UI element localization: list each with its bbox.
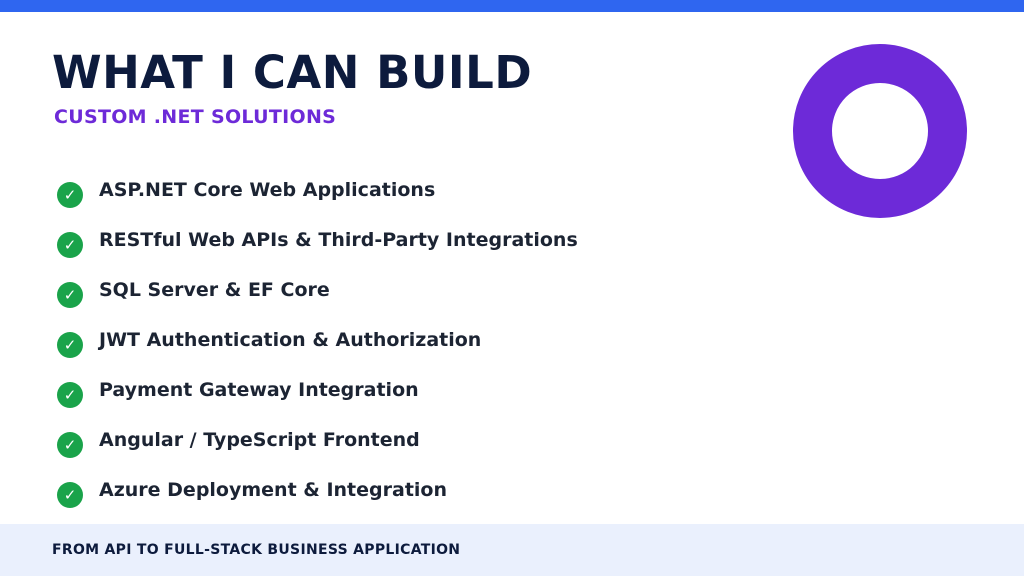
feature-item: ✓ JWT Authentication & Authorization xyxy=(57,316,578,366)
feature-label: ASP.NET Core Web Applications xyxy=(99,179,436,201)
feature-label: Azure Deployment & Integration xyxy=(99,479,447,501)
check-circle-icon: ✓ xyxy=(57,282,83,308)
footer-banner: FROM API TO FULL-STACK BUSINESS APPLICAT… xyxy=(0,524,1024,576)
feature-item: ✓ RESTful Web APIs & Third-Party Integra… xyxy=(57,216,578,266)
feature-label: Payment Gateway Integration xyxy=(99,379,419,401)
feature-list: ✓ ASP.NET Core Web Applications ✓ RESTfu… xyxy=(57,166,578,516)
check-circle-icon: ✓ xyxy=(57,432,83,458)
feature-item: ✓ SQL Server & EF Core xyxy=(57,266,578,316)
check-circle-icon: ✓ xyxy=(57,332,83,358)
feature-item: ✓ ASP.NET Core Web Applications xyxy=(57,166,578,216)
page-title: WHAT I CAN BUILD xyxy=(52,46,533,99)
decorative-ring-icon xyxy=(793,44,967,218)
feature-label: RESTful Web APIs & Third-Party Integrati… xyxy=(99,229,578,251)
feature-label: Angular / TypeScript Frontend xyxy=(99,429,420,451)
check-circle-icon: ✓ xyxy=(57,482,83,508)
check-circle-icon: ✓ xyxy=(57,382,83,408)
footer-tagline: FROM API TO FULL-STACK BUSINESS APPLICAT… xyxy=(52,542,461,558)
feature-item: ✓ Payment Gateway Integration xyxy=(57,366,578,416)
feature-item: ✓ Angular / TypeScript Frontend xyxy=(57,416,578,466)
feature-item: ✓ Azure Deployment & Integration xyxy=(57,466,578,516)
feature-label: JWT Authentication & Authorization xyxy=(99,329,482,351)
check-circle-icon: ✓ xyxy=(57,232,83,258)
feature-label: SQL Server & EF Core xyxy=(99,279,330,301)
page-subtitle: CUSTOM .NET SOLUTIONS xyxy=(54,106,337,128)
top-accent-bar xyxy=(0,0,1024,12)
check-circle-icon: ✓ xyxy=(57,182,83,208)
